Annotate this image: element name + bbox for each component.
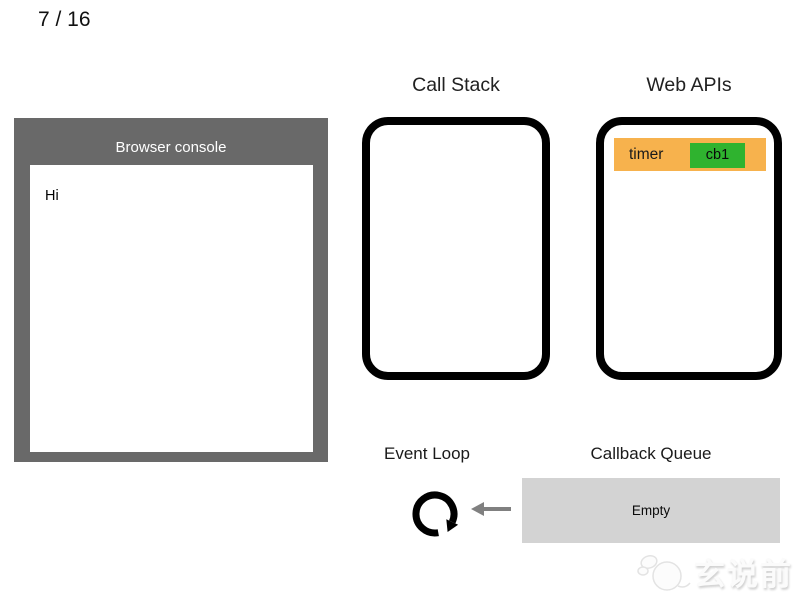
call-stack-title: Call Stack [412,74,500,96]
page-counter: 7 / 16 [38,8,91,31]
browser-console-title: Browser console [115,139,227,156]
console-log-line: Hi [45,188,59,204]
event-loop-title: Event Loop [384,444,471,463]
browser-console-output: Hi [30,165,313,452]
queue-status-text: Empty [631,503,671,518]
clockwise-loop-arrow-icon [410,485,462,546]
callback-queue-title: Callback Queue [590,444,712,463]
web-api-timer-bar: timer cb1 [614,138,766,171]
callback-chip: cb1 [690,143,745,168]
mascot-logo-icon [636,551,694,600]
timer-label: timer [629,146,664,163]
callback-queue-box: Empty [522,478,780,543]
browser-console-panel: Browser console Hi [14,118,328,462]
left-arrow-icon [471,501,512,522]
web-apis-title: Web APIs [646,74,732,96]
call-stack-box [362,117,550,380]
watermark-text: 玄说前端 [694,557,793,592]
